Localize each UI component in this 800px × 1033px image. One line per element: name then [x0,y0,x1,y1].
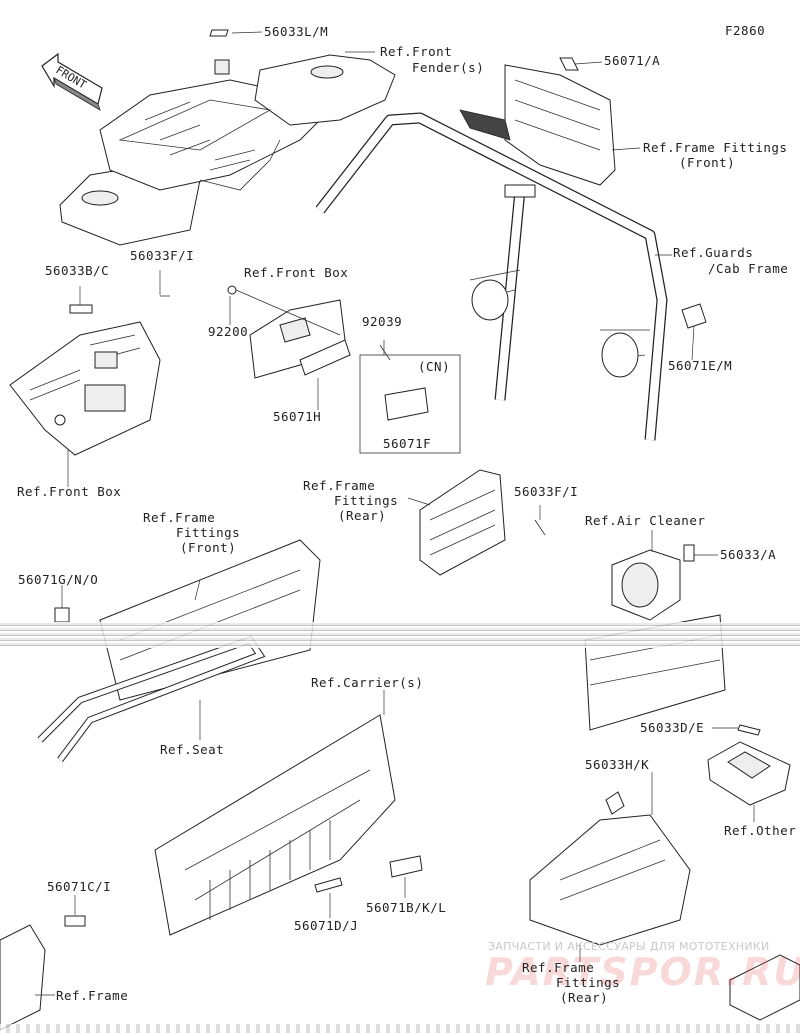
label-56071G-N-O[interactable]: 56071G/N/O [18,572,99,587]
label-56033D-E[interactable]: 56033D/E [640,720,705,735]
watermark-logo: PARTSPOR.RU [485,950,800,994]
label-ref-frame-fittings-front-1[interactable]: Ref.Frame Fittings [643,140,788,155]
label-56071D-J[interactable]: 56071D/J [294,918,359,933]
label-56033-A[interactable]: 56033/A [720,547,777,562]
label-ref-front-box-a[interactable]: Ref.Front Box [244,265,349,280]
label-92200[interactable]: 92200 [208,324,249,339]
front-fender-assembly [59,29,396,246]
other-cover [707,724,791,806]
label-ref-frame-rear-a2[interactable]: Fittings [334,493,399,508]
label-ref-air-cleaner[interactable]: Ref.Air Cleaner [585,513,706,528]
watermark-text: ЗАПЧАСТИ И АКСЕССУАРЫ ДЛЯ МОТОТЕХНИКИ [488,940,770,953]
label-56033F-I-b[interactable]: 56033F/I [514,484,579,499]
bottom-artifact-band [0,1024,800,1033]
label-ref-guards-2[interactable]: /Cab Frame [708,261,789,276]
label-ref-front-fender-1[interactable]: Ref.Front [380,44,453,59]
label-56033B-C[interactable]: 56033B/C [45,263,110,278]
frame-fittings-rear-bottom [529,791,800,1021]
leader-lines [35,31,755,996]
label-cn: (CN) [418,359,451,374]
label-ref-frame-rear-a3[interactable]: (Rear) [338,508,387,523]
label-56071E-M[interactable]: 56071E/M [668,358,733,373]
label-56071C-I[interactable]: 56071C/I [47,879,112,894]
label-ref-frame-fittings-front-b3[interactable]: (Front) [180,540,237,555]
label-ref-front-box-b[interactable]: Ref.Front Box [17,484,122,499]
label-56033H-K[interactable]: 56033H/K [585,757,650,772]
front-box-lid [227,285,461,454]
carrier-panel [154,714,423,936]
frame-fittings-front-bracket [459,57,616,186]
label-ref-frame-rear-b2[interactable]: Fittings [556,975,621,990]
label-56033L-M[interactable]: 56033L/M [264,24,329,39]
scan-artifact-band [0,622,800,648]
label-56071B-K-L[interactable]: 56071B/K/L [366,900,447,915]
label-ref-front-fender-2[interactable]: Fender(s) [412,60,485,75]
label-56071H[interactable]: 56071H [273,409,322,424]
label-ref-frame-fittings-front-b2[interactable]: Fittings [176,525,241,540]
cab-frame [315,112,707,441]
label-ref-frame-bottom-left[interactable]: Ref.Frame [56,988,129,1003]
label-56033F-I-a[interactable]: 56033F/I [130,248,195,263]
diagram-code: F2860 [725,23,766,38]
label-ref-seat[interactable]: Ref.Seat [160,742,225,757]
label-56071F[interactable]: 56071F [383,436,432,451]
label-56071-A[interactable]: 56071/A [604,53,661,68]
label-ref-frame-fittings-front-b1[interactable]: Ref.Frame [143,510,216,525]
instrument-panel [9,295,170,456]
label-ref-carrier[interactable]: Ref.Carrier(s) [311,675,424,690]
label-ref-frame-rear-b3[interactable]: (Rear) [560,990,609,1005]
frame-bottom-left [0,915,86,1031]
label-ref-guards-1[interactable]: Ref.Guards [673,245,754,260]
label-ref-other[interactable]: Ref.Other [724,823,797,838]
label-92039[interactable]: 92039 [362,314,403,329]
frame-fittings-rear-middle [419,469,546,576]
label-ref-frame-fittings-front-2[interactable]: (Front) [679,155,736,170]
label-ref-frame-rear-a1[interactable]: Ref.Frame [303,478,376,493]
front-arrow: FRONT [41,52,103,111]
air-cleaner [611,544,695,621]
label-ref-frame-rear-b1[interactable]: Ref.Frame [522,960,595,975]
